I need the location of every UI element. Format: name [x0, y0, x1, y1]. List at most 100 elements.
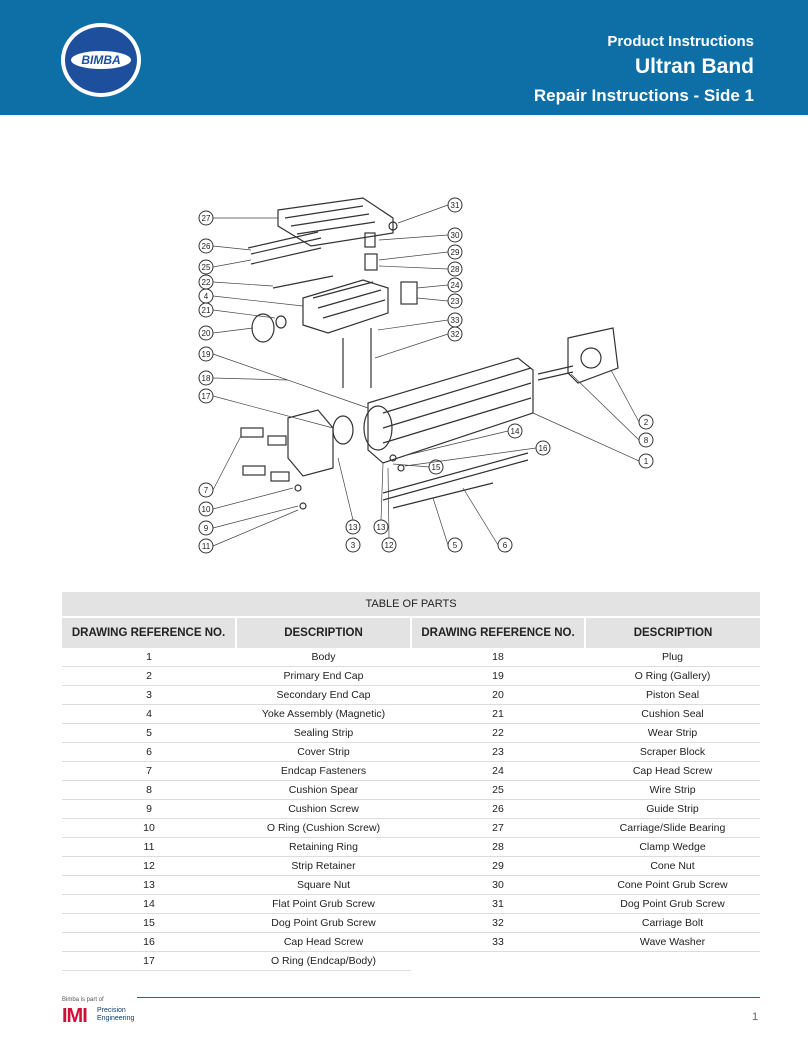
svg-text:31: 31	[451, 201, 460, 210]
ref-cell: 11	[62, 837, 236, 857]
desc-cell: Body	[236, 648, 411, 667]
desc-cell: Cover Strip	[236, 742, 411, 762]
ref-cell: 3	[62, 685, 236, 705]
ref-cell: 32	[411, 913, 585, 933]
svg-text:26: 26	[202, 242, 211, 251]
svg-text:24: 24	[451, 281, 460, 290]
imi-tagline: Precision Engineering	[97, 1007, 135, 1022]
svg-text:12: 12	[385, 541, 394, 550]
ref-cell: 19	[411, 666, 585, 686]
svg-text:13: 13	[349, 523, 358, 532]
svg-text:2: 2	[644, 418, 649, 427]
header-supertitle: Product Instructions	[607, 33, 754, 50]
svg-text:9: 9	[204, 524, 209, 533]
col-header-desc: DESCRIPTION	[584, 616, 760, 648]
svg-text:20: 20	[202, 329, 211, 338]
desc-cell: O Ring (Endcap/Body)	[236, 951, 411, 971]
exploded-parts-drawing: 27 26 25 22 4 21 20 19 18 17 7 10 9 11 3…	[198, 197, 654, 554]
svg-text:27: 27	[202, 214, 211, 223]
col-header-ref: DRAWING REFERENCE NO.	[410, 616, 585, 648]
desc-cell: Primary End Cap	[236, 666, 411, 686]
ref-cell: 16	[62, 932, 236, 952]
svg-text:13: 13	[377, 523, 386, 532]
svg-text:25: 25	[202, 263, 211, 272]
svg-text:5: 5	[453, 541, 458, 550]
svg-text:33: 33	[451, 316, 460, 325]
ref-cell: 1	[62, 648, 236, 667]
svg-text:17: 17	[202, 392, 211, 401]
page-header: BIMBA Product Instructions Ultran Band R…	[0, 0, 808, 115]
ref-cell: 24	[411, 761, 585, 781]
ref-cell: 17	[62, 951, 236, 971]
desc-cell: Guide Strip	[585, 799, 760, 819]
desc-cell: Clamp Wedge	[585, 837, 760, 857]
ref-cell: 33	[411, 932, 585, 952]
part-of-text: Bimba is part of	[62, 997, 104, 1003]
ref-cell: 15	[62, 913, 236, 933]
svg-text:4: 4	[204, 292, 209, 301]
desc-cell: Flat Point Grub Screw	[236, 894, 411, 914]
ref-cell	[411, 952, 585, 971]
ref-cell: 27	[411, 818, 585, 838]
desc-cell: Cushion Seal	[585, 704, 760, 724]
desc-cell: Square Nut	[236, 875, 411, 895]
svg-text:14: 14	[511, 427, 520, 436]
svg-text:16: 16	[539, 444, 548, 453]
desc-cell: Carriage/Slide Bearing	[585, 818, 760, 838]
col-header-desc: DESCRIPTION	[235, 616, 411, 648]
ref-cell: 14	[62, 894, 236, 914]
ref-cell: 7	[62, 761, 236, 781]
svg-text:23: 23	[451, 297, 460, 306]
svg-text:1: 1	[644, 457, 649, 466]
ref-cell: 25	[411, 780, 585, 800]
svg-text:11: 11	[202, 542, 211, 551]
svg-text:15: 15	[432, 463, 441, 472]
desc-cell: Dog Point Grub Screw	[236, 913, 411, 933]
desc-cell: Cone Point Grub Screw	[585, 875, 760, 895]
ref-cell: 31	[411, 894, 585, 914]
desc-cell: Dog Point Grub Screw	[585, 894, 760, 914]
imi-logo: IMI	[62, 1005, 88, 1027]
desc-cell: Carriage Bolt	[585, 913, 760, 933]
footer-rule	[137, 997, 760, 998]
desc-cell: Cap Head Screw	[585, 761, 760, 781]
desc-cell: Strip Retainer	[236, 856, 411, 876]
desc-cell: Plug	[585, 648, 760, 667]
svg-text:19: 19	[202, 350, 211, 359]
col-header-ref: DRAWING REFERENCE NO.	[62, 616, 236, 648]
ref-cell: 28	[411, 837, 585, 857]
ref-cell: 22	[411, 723, 585, 743]
svg-text:18: 18	[202, 374, 211, 383]
desc-cell: Scraper Block	[585, 742, 760, 762]
desc-cell	[585, 952, 760, 971]
ref-cell: 18	[411, 648, 585, 667]
ref-cell: 30	[411, 875, 585, 895]
ref-cell: 12	[62, 856, 236, 876]
svg-text:21: 21	[202, 306, 211, 315]
ref-cell: 26	[411, 799, 585, 819]
desc-cell: O Ring (Gallery)	[585, 666, 760, 686]
svg-text:10: 10	[202, 505, 211, 514]
svg-text:30: 30	[451, 231, 460, 240]
desc-cell: O Ring (Cushion Screw)	[236, 818, 411, 838]
ref-cell: 29	[411, 856, 585, 876]
svg-text:BIMBA: BIMBA	[81, 53, 120, 67]
ref-cell: 5	[62, 723, 236, 743]
svg-text:6: 6	[503, 541, 508, 550]
desc-cell: Cap Head Screw	[236, 932, 411, 952]
desc-cell: Piston Seal	[585, 685, 760, 705]
parts-table: TABLE OF PARTS DRAWING REFERENCE NO. DES…	[62, 592, 760, 971]
svg-text:29: 29	[451, 248, 460, 257]
ref-cell: 21	[411, 704, 585, 724]
